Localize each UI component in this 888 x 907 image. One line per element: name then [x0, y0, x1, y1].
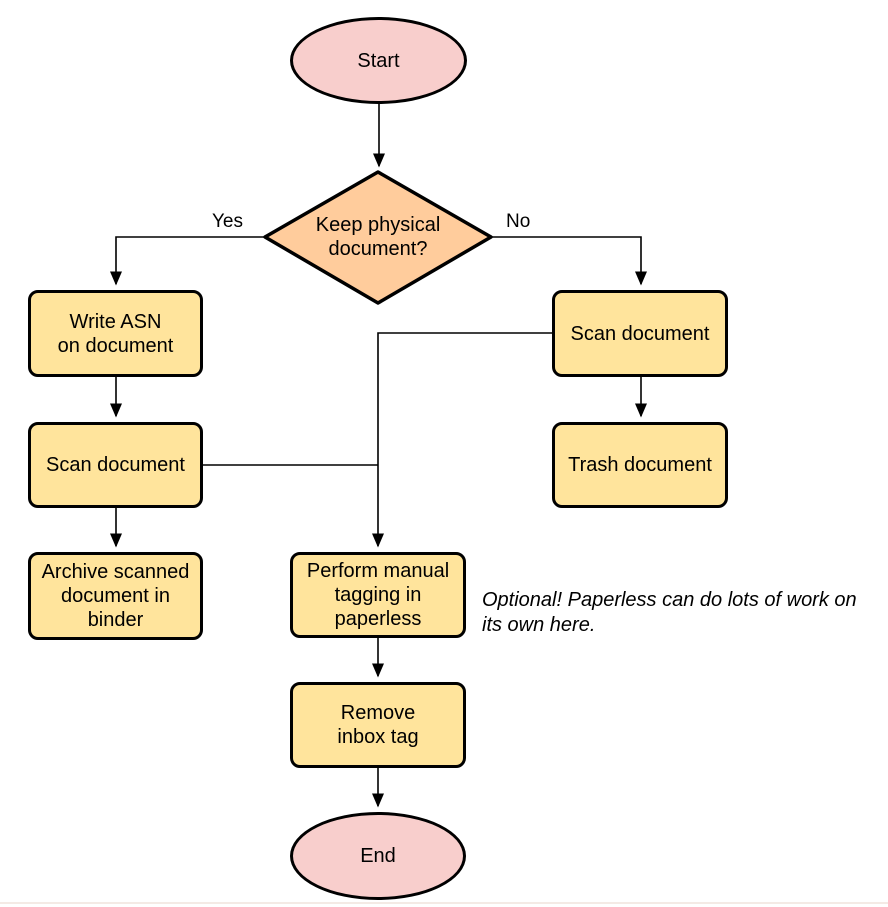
edge-label-yes: Yes [212, 211, 243, 232]
node-archive-label: Archive scanned document in binder [41, 561, 190, 631]
node-start-label: Start [357, 49, 400, 72]
node-end-label: End [360, 845, 396, 867]
node-tagging-label: Perform manual tagging in paperless [306, 560, 450, 630]
edge-label-no: No [506, 211, 531, 232]
node-scan-left-label: Scan document [46, 454, 185, 476]
node-end: End [290, 812, 466, 900]
node-write-asn: Write ASN on document [28, 290, 203, 377]
annotation-note: Optional! Paperless can do lots of work … [482, 589, 857, 636]
node-remove-inbox-label: Remove inbox tag [337, 702, 419, 748]
bottom-edge-divider [0, 902, 888, 904]
node-trash: Trash document [552, 422, 728, 508]
node-scan-left: Scan document [28, 422, 203, 508]
edge-scan-right-tagging [372, 332, 552, 548]
node-start: Start [290, 17, 467, 104]
node-tagging: Perform manual tagging in paperless [290, 552, 466, 638]
node-archive: Archive scanned document in binder [28, 552, 203, 640]
edge-decision-write-asn [110, 236, 265, 286]
node-decision-label: Keep physical document? [315, 214, 441, 260]
node-scan-right: Scan document [552, 290, 728, 377]
decision-shape [263, 170, 493, 305]
node-trash-label: Trash document [568, 454, 712, 476]
node-decision: Keep physical document? [283, 213, 473, 261]
edge-decision-scan-right [491, 236, 647, 286]
node-write-asn-label: Write ASN on document [57, 310, 174, 357]
node-remove-inbox: Remove inbox tag [290, 682, 466, 768]
node-scan-right-label: Scan document [570, 322, 710, 345]
